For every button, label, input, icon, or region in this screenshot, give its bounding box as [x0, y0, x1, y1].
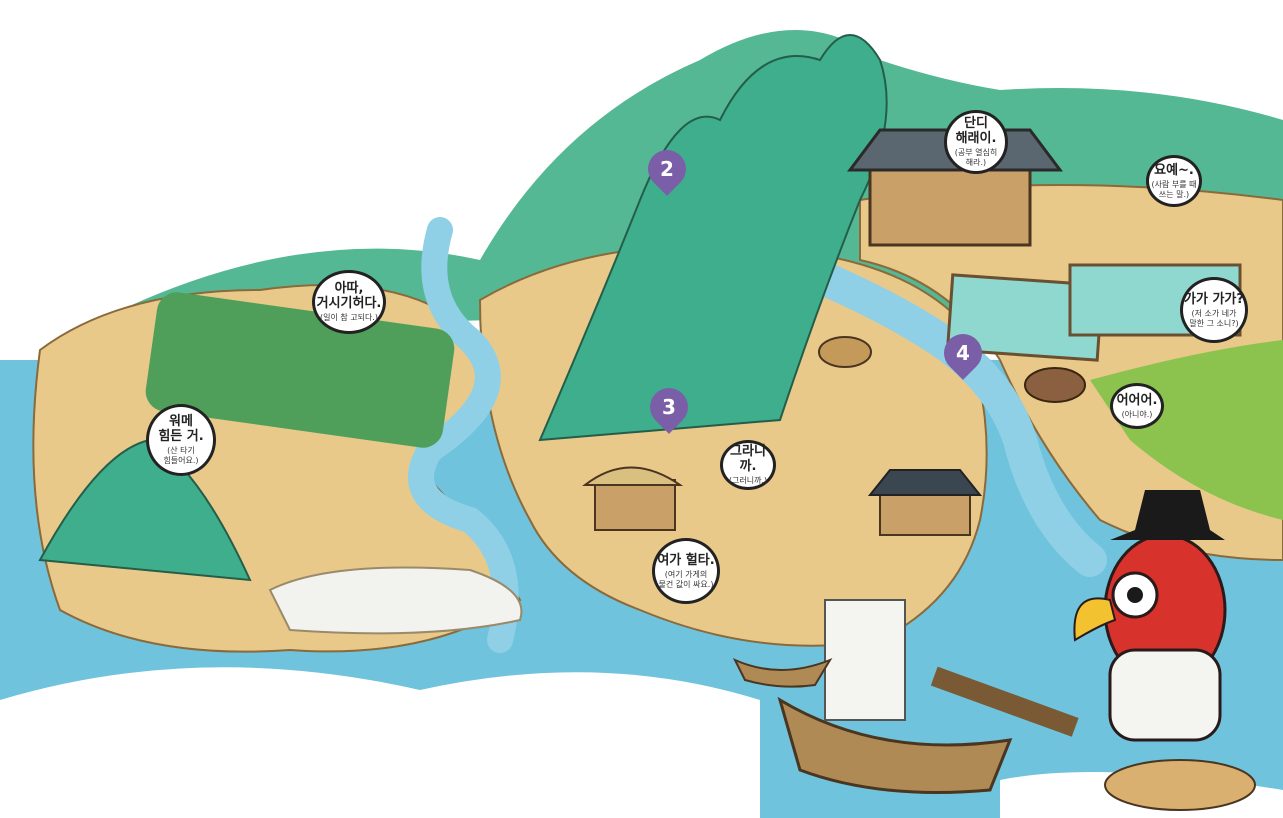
parrot-body: [1108, 648, 1222, 742]
marker-2-label: 2: [660, 157, 674, 181]
boat-sail: [824, 599, 906, 721]
bubble-translation: (산 타기 힘들어요.): [163, 446, 199, 465]
house-right: [879, 489, 971, 536]
bubble-text: 그라니까.: [730, 444, 766, 474]
bubble-text: 단디 해래이.: [955, 116, 997, 146]
parrot-hat: [1110, 490, 1225, 540]
house-right-roof: [867, 469, 983, 496]
salt-flat: [268, 566, 523, 635]
bubble-translation: (공부 열심히 해라.): [954, 148, 998, 167]
bubble-text: 어어어.: [1116, 392, 1158, 408]
bubble-translation: (저 소가 네가 말한 그 소니?): [1189, 308, 1239, 328]
speech-bubble-market: 여가 헐타. (여기 가게의 물건 값이 싸요.): [652, 538, 720, 604]
speech-bubble-field-farmer: 아따, 거시기허다. (일이 참 고되다.): [312, 270, 386, 334]
school-building: [868, 158, 1032, 247]
clouds: [0, 667, 760, 818]
bubble-text: 요예~.: [1154, 162, 1194, 178]
bubble-translation: (여기 가게의 물건 값이 싸요.): [658, 569, 714, 589]
parrot-rock: [1104, 759, 1256, 811]
marker-4-label: 4: [956, 341, 970, 365]
map-marker-2[interactable]: 2: [640, 142, 694, 196]
map-marker-4[interactable]: 4: [936, 326, 990, 380]
speech-bubble-calling: 요예~. (사람 부를 때 쓰는 말.): [1146, 155, 1202, 207]
market-stall-1: [594, 479, 676, 531]
bubble-text: 여가 헐타.: [657, 552, 715, 568]
bubble-text: 아따, 거시기허다.: [316, 281, 382, 311]
bubble-translation: (일이 참 고되다.): [319, 313, 379, 322]
bubble-translation: (아니야.): [1121, 409, 1153, 419]
bubble-translation: (사람 부를 때 쓰는 말.): [1151, 179, 1197, 199]
bubble-text: 워메 힘든 거.: [158, 414, 204, 444]
map-marker-3[interactable]: 3: [642, 380, 696, 434]
speech-bubble-mountain-hiker: 워메 힘든 거. (산 타기 힘들어요.): [146, 404, 216, 476]
cow-right: [1024, 367, 1086, 403]
parrot-beak: [1073, 597, 1117, 642]
speech-bubble-agree: 그라니까. (그러니까.): [720, 440, 776, 490]
cow-left: [818, 336, 872, 368]
speech-bubble-cow-owner: 가가 가가? (저 소가 네가 말한 그 소니?): [1180, 277, 1248, 343]
bubble-text: 가가 가가?: [1184, 291, 1244, 307]
parrot-pupil: [1127, 587, 1143, 603]
speech-bubble-denial: 어어어. (아니야.): [1110, 383, 1164, 429]
bubble-translation: (그러니까.): [728, 476, 768, 485]
central-mountain: [538, 34, 888, 442]
large-boat: [777, 696, 1013, 794]
river-left: [408, 217, 519, 653]
small-boat: [732, 657, 833, 688]
crop-field: [145, 292, 455, 448]
pier: [930, 666, 1079, 737]
speech-bubble-school: 단디 해래이. (공부 열심히 해라.): [944, 110, 1008, 174]
marker-3-label: 3: [662, 395, 676, 419]
market-stall-1-roof: [582, 466, 684, 486]
river-right: [763, 243, 1107, 577]
